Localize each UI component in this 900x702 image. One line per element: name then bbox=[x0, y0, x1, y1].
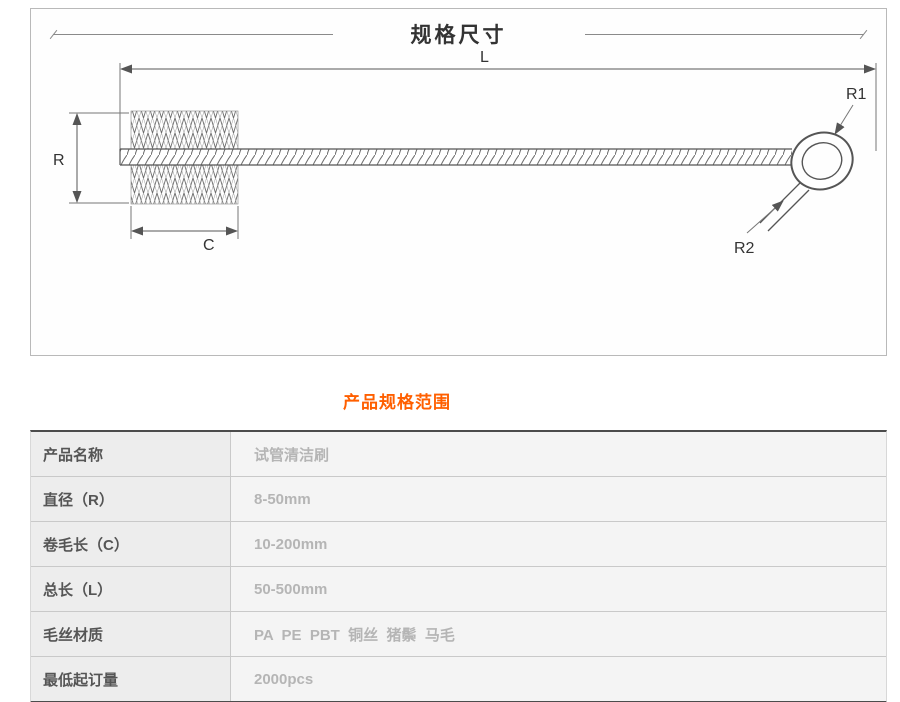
table-row: 毛丝材质 PA PE PBT 铜丝 猪鬃 马毛 bbox=[31, 612, 886, 657]
section-title: 产品规格范围 bbox=[343, 393, 451, 412]
row-value-product-name: 试管清洁刷 bbox=[254, 446, 330, 464]
row-label-diameter: 直径（R） bbox=[31, 477, 231, 521]
dim-label-R: R bbox=[53, 152, 65, 169]
row-label-total-length: 总长（L） bbox=[31, 567, 231, 611]
row-label-product-name: 产品名称 bbox=[31, 432, 231, 476]
table-row: 卷毛长（C） 10-200mm bbox=[31, 522, 886, 567]
title-rule-right bbox=[584, 33, 864, 35]
table-row: 最低起订量 2000pcs bbox=[31, 657, 886, 701]
brush-dimension-drawing: L R C R bbox=[53, 49, 877, 257]
spec-table: 产品名称 试管清洁刷 直径（R） 8-50mm 卷毛长（C） 10-200mm … bbox=[30, 430, 887, 702]
diagram-title-row: 规格尺寸 bbox=[31, 19, 886, 49]
dim-label-C: C bbox=[203, 237, 215, 254]
ring-neck-line-1 bbox=[759, 181, 802, 224]
row-value-moq: 2000pcs bbox=[254, 670, 314, 688]
table-row: 总长（L） 50-500mm bbox=[31, 567, 886, 612]
title-rule-left bbox=[53, 33, 333, 35]
row-value-total-length: 50-500mm bbox=[254, 580, 328, 598]
row-label-bristle-length: 卷毛长（C） bbox=[31, 522, 231, 566]
diagram-title: 规格尺寸 bbox=[410, 24, 507, 47]
dim-label-R1: R1 bbox=[846, 86, 867, 103]
dim-label-R2: R2 bbox=[734, 240, 755, 257]
row-value-material: PA PE PBT 铜丝 猪鬃 马毛 bbox=[254, 626, 455, 644]
row-label-material: 毛丝材质 bbox=[31, 612, 231, 656]
row-label-moq: 最低起订量 bbox=[31, 657, 231, 701]
dim-label-L: L bbox=[480, 49, 489, 66]
row-value-bristle-length: 10-200mm bbox=[254, 535, 328, 553]
leader-line-R1 bbox=[834, 104, 854, 135]
table-row: 产品名称 试管清洁刷 bbox=[31, 432, 886, 477]
spec-diagram-panel: 规格尺寸 L bbox=[30, 8, 887, 356]
ring-inner bbox=[801, 142, 843, 180]
ring-neck-line-2 bbox=[767, 189, 810, 232]
table-row: 直径（R） 8-50mm bbox=[31, 477, 886, 522]
row-value-diameter: 8-50mm bbox=[254, 490, 311, 508]
leader-line-R2 bbox=[746, 200, 784, 234]
wire-twist-texture bbox=[120, 149, 792, 165]
